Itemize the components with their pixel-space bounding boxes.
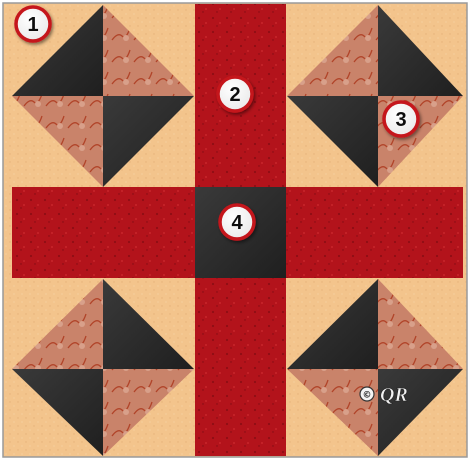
copyright-symbol: © [363, 391, 372, 401]
badge-label: 2 [229, 84, 240, 106]
badge-1: 1 [16, 7, 50, 41]
watermark-initials: QR [380, 384, 408, 406]
badge-label: 1 [27, 14, 38, 36]
badge-2: 2 [218, 77, 252, 111]
badge-label: 3 [395, 109, 406, 131]
badge-4: 4 [220, 205, 254, 239]
badge-3: 3 [384, 102, 418, 136]
badge-label: 4 [231, 212, 243, 234]
